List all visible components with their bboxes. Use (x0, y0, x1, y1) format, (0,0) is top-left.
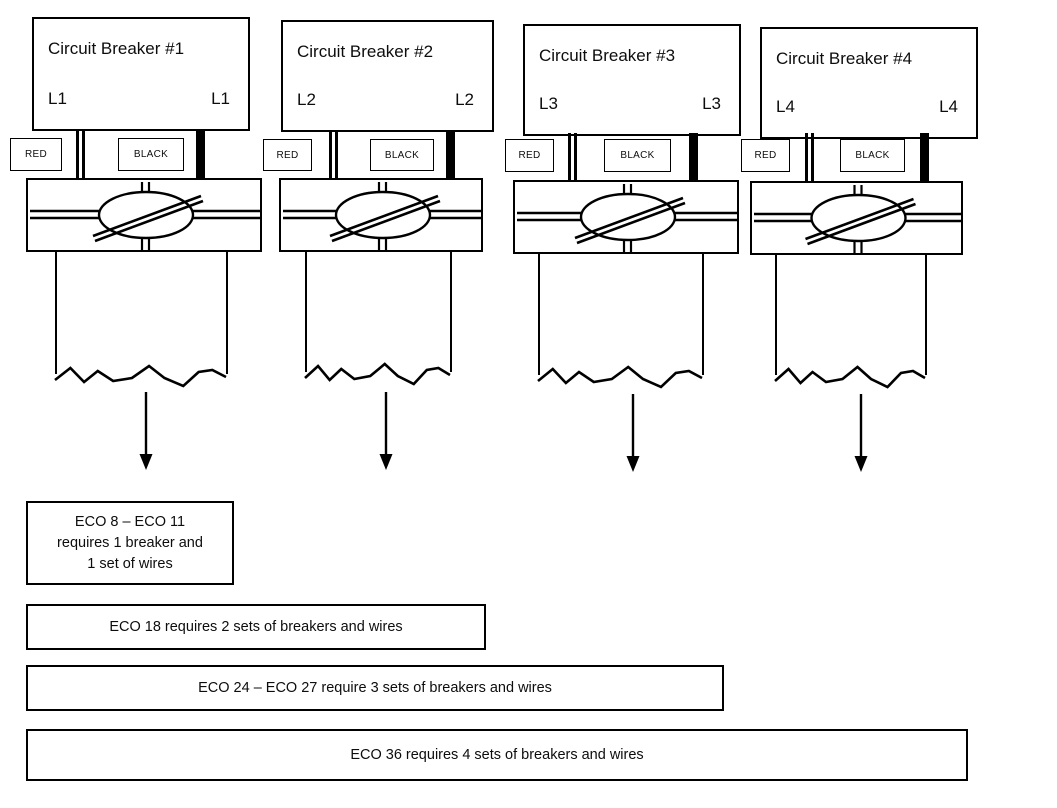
meter-box-2 (279, 178, 483, 252)
black-wire-label-3: BLACK (604, 139, 671, 172)
breaker-box-3: Circuit Breaker #3 L3 L3 (523, 24, 741, 136)
red-wire-label-1: RED (10, 138, 62, 171)
breaker-line-label-right-3: L3 (702, 94, 721, 113)
meter-box-1 (26, 178, 262, 252)
red-wire-conductor-b-4 (811, 133, 814, 181)
conduit-break-line-3 (537, 365, 703, 389)
red-wire-conductor-3 (568, 133, 571, 180)
breaker-box-2: Circuit Breaker #2 L2 L2 (281, 20, 494, 132)
red-wire-label-2: RED (263, 139, 312, 171)
red-wire-conductor-1 (76, 131, 79, 178)
eco-note-4: ECO 36 requires 4 sets of breakers and w… (26, 729, 968, 781)
breaker-line-label-left-4: L4 (776, 97, 795, 116)
black-wire-conductor-4 (920, 133, 929, 181)
breaker-title-4: Circuit Breaker #4 (776, 49, 913, 68)
red-wire-conductor-4 (805, 133, 808, 181)
meter-ellipse-symbol-4 (754, 185, 961, 253)
conduit-line-right-2 (450, 252, 452, 372)
eco-note-1: ECO 8 – ECO 11 requires 1 breaker and 1 … (26, 501, 234, 585)
red-wire-conductor-2 (329, 132, 332, 178)
down-arrow-3 (626, 394, 640, 472)
black-wire-label-1: BLACK (118, 138, 184, 171)
black-wire-conductor-2 (446, 132, 455, 178)
conduit-break-line-4 (774, 365, 926, 389)
breaker-line-label-right-4: L4 (939, 97, 958, 116)
red-wire-label-4: RED (741, 139, 790, 172)
breaker-title-2: Circuit Breaker #2 (297, 42, 434, 61)
conduit-line-left-4 (775, 255, 777, 375)
conduit-line-left-3 (538, 254, 540, 375)
breaker-line-label-right-1: L1 (211, 89, 230, 108)
black-wire-conductor-1 (196, 131, 205, 178)
black-wire-conductor-3 (689, 133, 698, 180)
breaker-line-label-left-2: L2 (297, 90, 316, 109)
breaker-title-3: Circuit Breaker #3 (539, 46, 676, 65)
breaker-line-label-left-1: L1 (48, 89, 67, 108)
breaker-box-4: Circuit Breaker #4 L4 L4 (760, 27, 978, 139)
conduit-line-left-1 (55, 252, 57, 374)
breaker-title-1: Circuit Breaker #1 (48, 39, 185, 58)
conduit-line-right-4 (925, 255, 927, 375)
meter-ellipse-symbol-1 (30, 182, 260, 250)
down-arrow-2 (379, 392, 393, 470)
meter-ellipse-symbol-2 (283, 182, 481, 250)
down-arrow-4 (854, 394, 868, 472)
conduit-line-left-2 (305, 252, 307, 372)
black-wire-label-4: BLACK (840, 139, 905, 172)
conduit-line-right-3 (702, 254, 704, 375)
red-wire-conductor-b-2 (335, 132, 338, 178)
conduit-break-line-2 (304, 362, 451, 386)
red-wire-conductor-b-3 (574, 133, 577, 180)
eco-note-2: ECO 18 requires 2 sets of breakers and w… (26, 604, 486, 650)
red-wire-label-3: RED (505, 139, 554, 172)
black-wire-label-2: BLACK (370, 139, 434, 171)
breaker-line-label-left-3: L3 (539, 94, 558, 113)
eco-note-3: ECO 24 – ECO 27 require 3 sets of breake… (26, 665, 724, 711)
conduit-line-right-1 (226, 252, 228, 374)
breaker-line-label-right-2: L2 (455, 90, 474, 109)
meter-ellipse-symbol-3 (517, 184, 737, 252)
down-arrow-1 (139, 392, 153, 470)
conduit-break-line-1 (54, 364, 227, 388)
red-wire-conductor-b-1 (82, 131, 85, 178)
meter-box-3 (513, 180, 739, 254)
breaker-box-1: Circuit Breaker #1 L1 L1 (32, 17, 250, 131)
meter-box-4 (750, 181, 963, 255)
